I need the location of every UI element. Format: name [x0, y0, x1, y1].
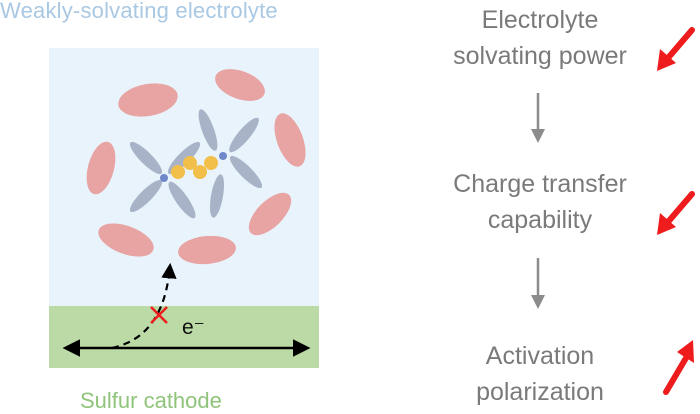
flow-arrowhead — [531, 129, 545, 143]
step-line: Charge transfer — [410, 166, 670, 202]
sulfur-atom — [171, 165, 185, 179]
sulfur-atom — [193, 165, 207, 179]
step-solvating-power: Electrolyte solvating power — [410, 2, 670, 74]
step-activation-polarization: Activation polarization — [410, 338, 670, 410]
lithium-ion — [160, 174, 168, 182]
flow-arrowhead — [531, 295, 545, 309]
sulfur-atom — [204, 156, 218, 170]
step-line: Activation — [410, 338, 670, 374]
step-line: polarization — [410, 374, 670, 410]
electron-label: e⁻ — [182, 315, 205, 340]
step-line: Electrolyte — [410, 2, 670, 38]
step-line: solvating power — [410, 38, 670, 74]
step-line: capability — [410, 202, 670, 238]
lithium-ion — [219, 152, 227, 160]
increase-arrow-icon — [666, 340, 694, 392]
step-charge-transfer: Charge transfer capability — [410, 166, 670, 238]
